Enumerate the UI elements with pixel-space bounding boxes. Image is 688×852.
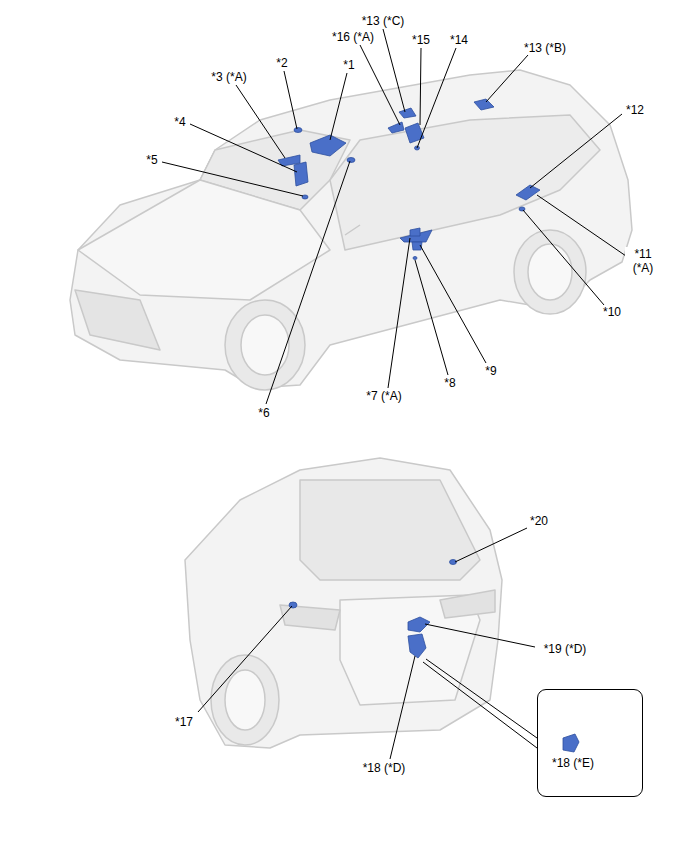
callout-number: *8: [443, 376, 456, 390]
callout-number: *13 (*C): [361, 14, 406, 28]
callout-number: *9: [484, 364, 497, 378]
callout-number: *4: [173, 115, 186, 129]
callout-number: *13 (*B): [523, 41, 567, 55]
callout-number: *14: [449, 33, 469, 47]
callout-number: *19 (*D): [543, 642, 588, 656]
callout-number: *18 (*E): [552, 756, 594, 770]
callout-number: *2: [275, 56, 288, 70]
callout-number: *1: [342, 58, 355, 72]
callout-number: *17: [174, 715, 194, 729]
callout-number: *7 (*A): [365, 389, 402, 403]
callout-number: *10: [602, 305, 622, 319]
callout-number: *11 (*A): [625, 247, 661, 275]
callout-number: *3 (*A): [210, 70, 247, 84]
callout-number: *20: [529, 514, 549, 528]
inset-frame: *18 (*E): [537, 689, 643, 797]
callout-number: *12: [625, 103, 645, 117]
callout-number: *5: [145, 153, 158, 167]
callout-number: *15: [411, 33, 431, 47]
callout-number: *16 (*A): [331, 30, 375, 44]
callout-number: *6: [257, 406, 270, 420]
callout-number: *18 (*D): [362, 761, 407, 775]
